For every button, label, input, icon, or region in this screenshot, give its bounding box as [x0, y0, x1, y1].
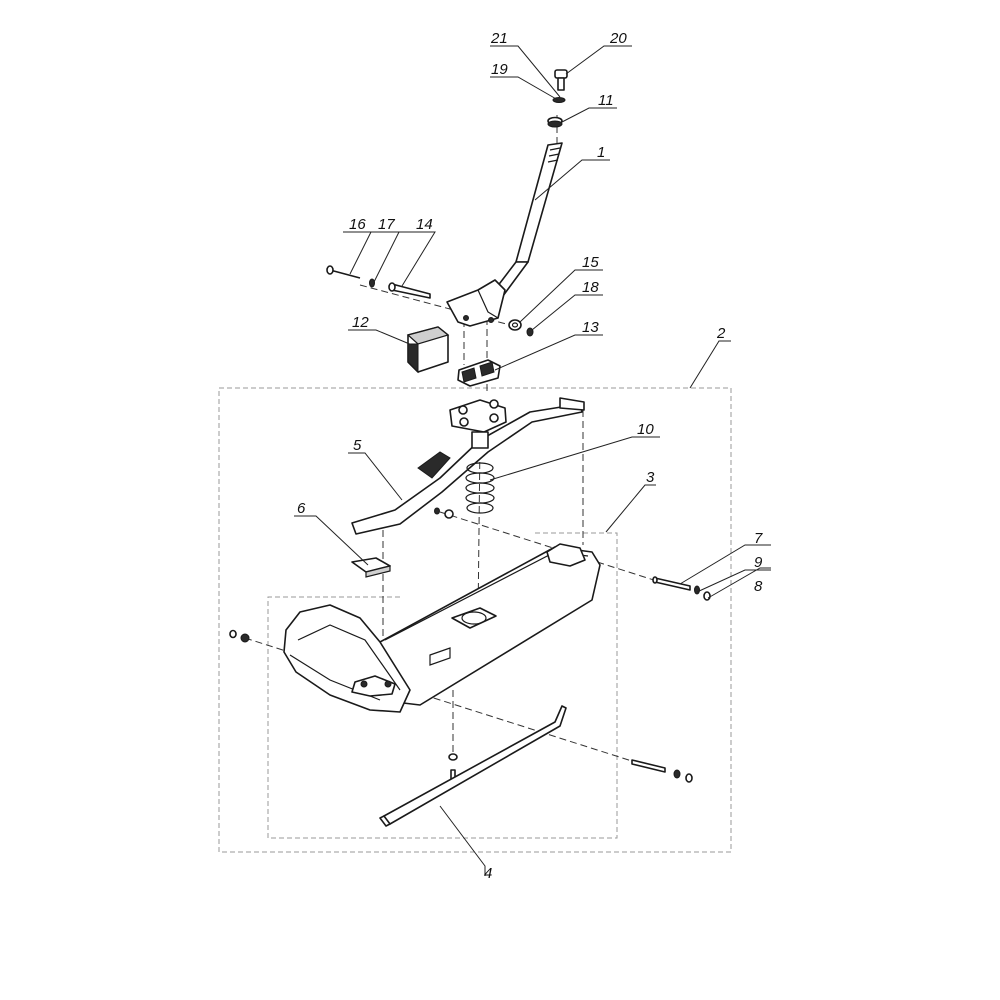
- label-1: 1: [597, 144, 605, 161]
- label-2: 2: [716, 325, 726, 342]
- bolt-16: [326, 265, 361, 279]
- runner-4: [379, 705, 567, 827]
- label-14: 14: [416, 216, 433, 233]
- label-5: 5: [353, 437, 362, 454]
- label-18: 18: [582, 279, 599, 296]
- sleeve-14: [388, 282, 431, 299]
- ski-3: [283, 543, 601, 713]
- label-10: 10: [637, 421, 654, 438]
- bracket-13: [457, 359, 501, 387]
- leader-lines: [294, 45, 771, 876]
- bolt-20: [554, 69, 568, 91]
- cover-12: [406, 326, 450, 374]
- washer-17: [369, 278, 375, 288]
- label-12: 12: [352, 314, 369, 331]
- label-19: 19: [491, 61, 508, 78]
- label-15: 15: [582, 254, 599, 271]
- label-13: 13: [582, 319, 599, 336]
- nut-15: [508, 319, 522, 331]
- label-17: 17: [378, 216, 395, 233]
- part-labels: 21 20 19 11 1 16 17 14 15 18 12 13 2 5 1…: [297, 30, 763, 882]
- steering-column-1: [446, 142, 563, 327]
- axle-pin-lower: [631, 759, 693, 783]
- coil-spring-10: [465, 462, 495, 514]
- label-4: 4: [484, 865, 492, 882]
- label-16: 16: [349, 216, 366, 233]
- label-20: 20: [609, 30, 627, 47]
- label-3: 3: [646, 469, 655, 486]
- clip-6: [351, 557, 391, 578]
- assembly-box-3: [267, 532, 618, 839]
- washer-ski-left: [229, 629, 250, 643]
- label-21: 21: [490, 30, 508, 47]
- label-8: 8: [754, 578, 763, 595]
- nut-8: [703, 591, 711, 601]
- axle-pin-7: [652, 576, 691, 591]
- washer-18: [526, 327, 534, 337]
- label-9: 9: [754, 554, 763, 571]
- label-11: 11: [598, 92, 614, 109]
- label-6: 6: [297, 500, 306, 517]
- washer-9: [694, 585, 700, 595]
- washer-left: [434, 507, 454, 519]
- nut-11: [547, 116, 563, 128]
- label-7: 7: [754, 530, 763, 547]
